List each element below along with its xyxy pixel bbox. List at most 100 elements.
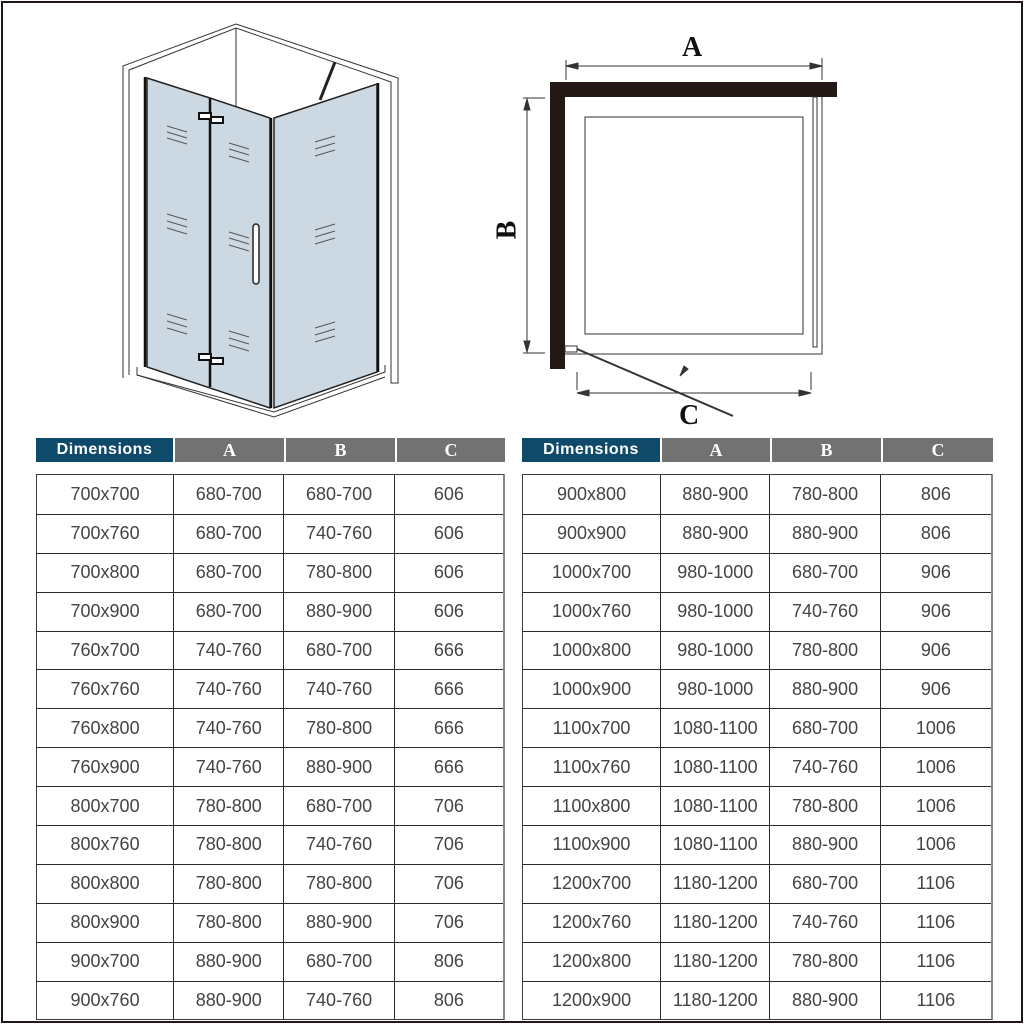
cell-dimensions: 1000x800 — [552, 640, 632, 660]
cell-dimensions: 1100x900 — [552, 834, 631, 855]
cell-c: 1006 — [879, 709, 991, 748]
cell-c: 706 — [393, 787, 503, 826]
cell-a: 780-800 — [173, 826, 283, 864]
cell-c: 606 — [393, 592, 503, 631]
cell-dimensions: 800x700 — [70, 795, 140, 816]
cell-c: 806 — [393, 942, 503, 981]
cell-a: 980-1000 — [660, 553, 769, 592]
dimension-label-c: C — [679, 400, 700, 431]
cell-a: 1080-1100 — [660, 826, 769, 864]
cell-c: 806 — [879, 475, 991, 514]
cell-dimensions: 760x800 — [70, 717, 140, 738]
cell-a: 780-800 — [173, 903, 283, 942]
cell-a: 1080-1100 — [660, 787, 769, 826]
cell-dimensions: 760x900 — [70, 756, 140, 777]
cell-dimensions: 1200x700 — [552, 873, 632, 894]
cell-b: 680-700 — [769, 709, 879, 748]
cell-a: 880-900 — [660, 514, 769, 553]
cell-dimensions: 1100x760 — [552, 756, 631, 777]
cell-a: 1080-1100 — [660, 709, 769, 748]
cell-a: 1180-1200 — [660, 903, 769, 942]
cell-b: 740-760 — [769, 592, 879, 631]
cell-b: 880-900 — [769, 826, 879, 864]
cell-a: 980-1000 — [660, 670, 769, 709]
cell-a: 780-800 — [173, 864, 283, 903]
cell-c: 666 — [393, 670, 503, 709]
cell-a: 740-760 — [173, 631, 283, 670]
cell-a: 680-700 — [173, 553, 283, 592]
cell-b: 740-760 — [283, 981, 393, 1020]
cell-c: 806 — [879, 514, 991, 553]
cell-a: 880-900 — [660, 475, 769, 514]
cell-dimensions: 1000x700 — [552, 562, 632, 583]
plan-view-diagram — [523, 58, 837, 417]
cell-b: 780-800 — [769, 631, 879, 670]
cell-c: 1106 — [879, 981, 991, 1020]
cell-b: 780-800 — [283, 709, 393, 748]
cell-a: 680-700 — [173, 475, 283, 514]
cell-dimensions: 900x800 — [557, 483, 627, 504]
cell-b: 880-900 — [769, 670, 879, 709]
cell-b: 740-760 — [283, 826, 393, 864]
cell-c: 666 — [393, 709, 503, 748]
header-c: C — [395, 438, 505, 462]
cell-b: 880-900 — [283, 903, 393, 942]
cell-b: 680-700 — [769, 553, 879, 592]
cell-b: 680-700 — [283, 631, 393, 670]
header-b: B — [770, 438, 881, 462]
cell-dimensions: 900x760 — [70, 990, 140, 1011]
cell-c: 1106 — [879, 903, 991, 942]
cell-dimensions: 800x900 — [70, 912, 140, 933]
cell-dimensions: 700x800 — [70, 562, 140, 583]
cell-a: 740-760 — [173, 670, 283, 709]
cell-dimensions: 760x700 — [70, 640, 140, 660]
cell-b: 880-900 — [283, 748, 393, 787]
cell-dimensions: 900x900 — [557, 523, 627, 544]
cell-dimensions: 1200x900 — [552, 990, 632, 1011]
cell-a: 880-900 — [173, 981, 283, 1020]
cell-dimensions: 760x760 — [70, 678, 140, 699]
cell-dimensions: 700x700 — [70, 483, 140, 504]
cell-dimensions: 1100x800 — [552, 795, 631, 816]
header-a: A — [173, 438, 284, 462]
cell-c: 1006 — [879, 826, 991, 864]
cell-c: 1106 — [879, 942, 991, 981]
dimension-label-a: A — [682, 32, 703, 63]
cell-b: 880-900 — [769, 514, 879, 553]
cell-c: 906 — [879, 553, 991, 592]
cell-dimensions: 700x760 — [70, 523, 140, 544]
cell-a: 740-760 — [173, 748, 283, 787]
cell-b: 680-700 — [769, 864, 879, 903]
cell-dimensions: 1200x760 — [552, 912, 632, 933]
table-header: Dimensions A B C — [36, 438, 505, 462]
cell-c: 706 — [393, 864, 503, 903]
header-dimensions: Dimensions — [36, 438, 173, 462]
cell-a: 680-700 — [173, 514, 283, 553]
cell-b: 680-700 — [283, 787, 393, 826]
cell-dimensions: 700x900 — [70, 601, 140, 622]
cell-c: 606 — [393, 553, 503, 592]
header-c: C — [881, 438, 993, 462]
cell-a: 780-800 — [173, 787, 283, 826]
header-a: A — [660, 438, 770, 462]
